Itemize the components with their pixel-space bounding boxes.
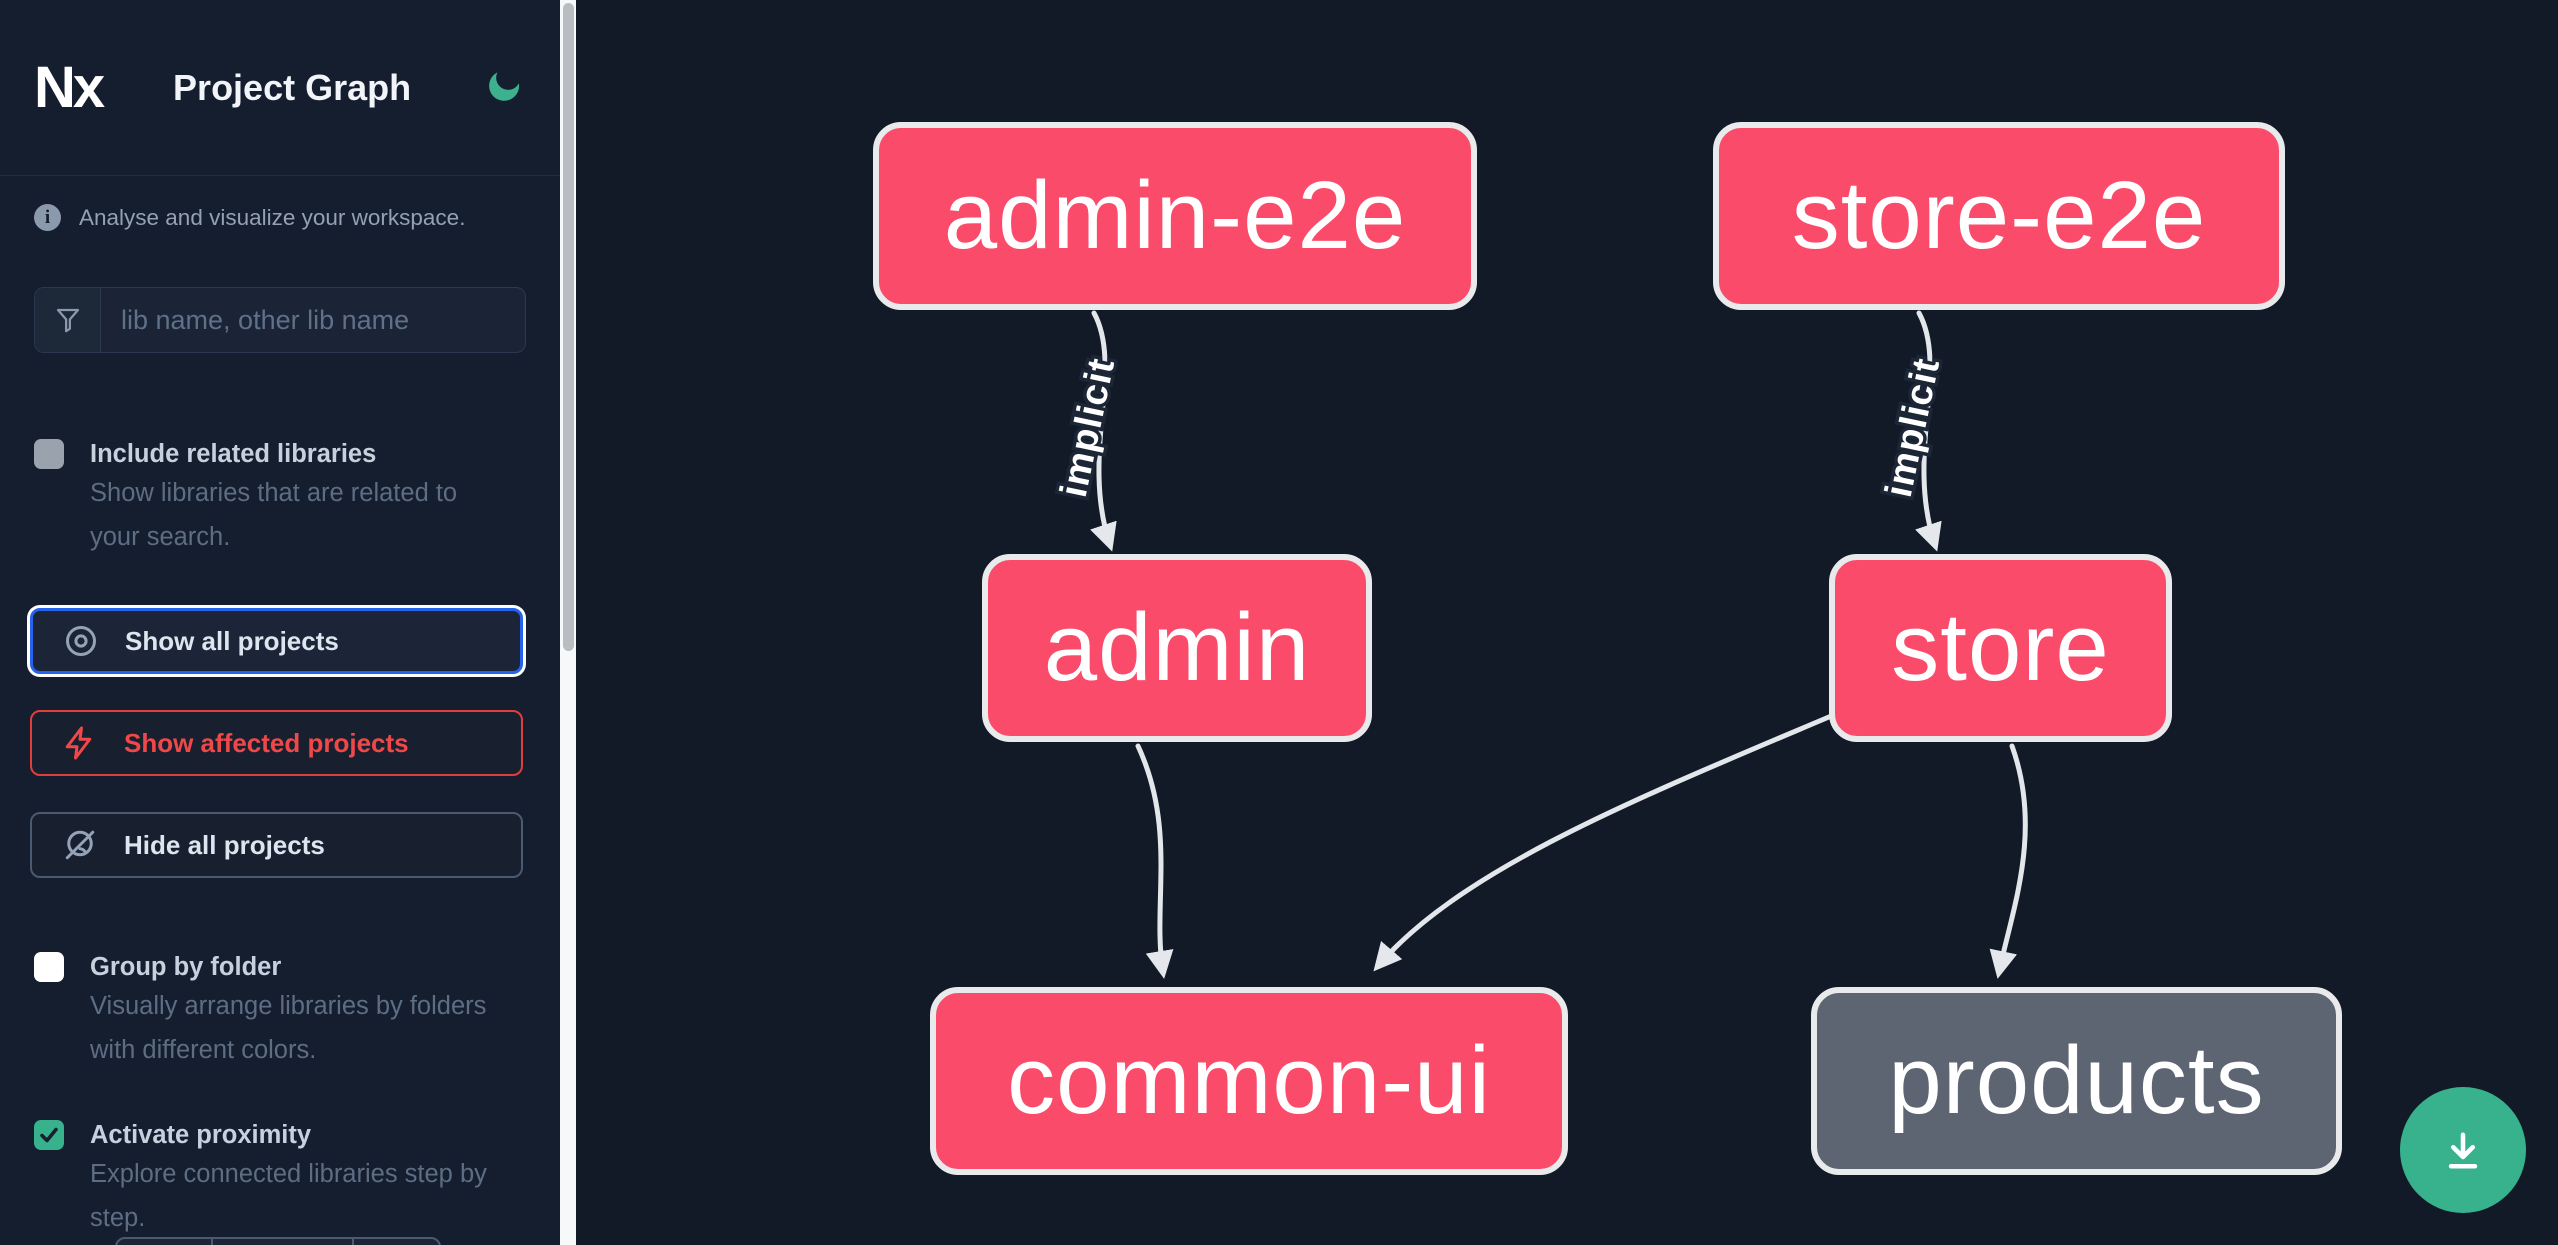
graph-node-store-e2e[interactable]: store-e2e	[1713, 122, 2285, 310]
include-related-label[interactable]: Include related libraries	[90, 440, 377, 468]
proximity-depth-stepper[interactable]	[115, 1237, 441, 1245]
graph-node-admin-e2e[interactable]: admin-e2e	[873, 122, 1477, 310]
moon-icon	[484, 66, 524, 109]
sidebar-scrollbar-thumb[interactable]	[562, 3, 574, 651]
include-related-row: Include related libraries Show libraries…	[34, 437, 490, 559]
info-text: Analyse and visualize your workspace.	[79, 204, 466, 230]
graph-node-store[interactable]: store	[1829, 554, 2172, 742]
sidebar-scrollbar-track[interactable]	[560, 0, 576, 1245]
nx-logo: Nx	[34, 55, 105, 120]
download-graph-button[interactable]	[2400, 1087, 2526, 1213]
hide-all-projects-button[interactable]: Hide all projects	[30, 812, 523, 878]
group-by-folder-row: Group by folder Visually arrange librari…	[34, 950, 490, 1072]
page-title: Project Graph	[173, 66, 412, 108]
bolt-icon	[62, 725, 98, 761]
workspace-info: i Analyse and visualize your workspace.	[0, 176, 560, 231]
eye-icon	[63, 623, 99, 659]
hide-all-projects-label: Hide all projects	[124, 829, 325, 860]
info-icon: i	[34, 204, 61, 231]
stepper-value	[211, 1239, 352, 1245]
funnel-icon	[35, 288, 101, 352]
eye-off-icon	[62, 827, 98, 863]
dark-mode-toggle[interactable]	[482, 66, 526, 110]
stepper-decrement[interactable]	[117, 1239, 211, 1245]
stepper-increment[interactable]	[352, 1239, 439, 1245]
group-by-folder-description: Visually arrange libraries by folders wi…	[90, 992, 487, 1064]
include-related-checkbox[interactable]	[34, 439, 64, 469]
show-all-projects-label: Show all projects	[125, 625, 339, 656]
sidebar: Nx Project Graph i Analyse and visualize…	[0, 0, 560, 1245]
graph-node-products[interactable]: products	[1811, 987, 2342, 1175]
group-by-folder-checkbox[interactable]	[34, 952, 64, 982]
graph-node-admin[interactable]: admin	[982, 554, 1372, 742]
sidebar-header: Nx Project Graph	[0, 0, 560, 176]
activate-proximity-label[interactable]: Activate proximity	[90, 1121, 312, 1149]
check-icon	[37, 1123, 61, 1147]
show-affected-projects-button[interactable]: Show affected projects	[30, 710, 523, 776]
graph-node-common-ui[interactable]: common-ui	[930, 987, 1568, 1175]
activate-proximity-row: Activate proximity Explore connected lib…	[34, 1118, 490, 1240]
download-icon	[2437, 1124, 2489, 1176]
activate-proximity-description: Explore connected libraries step by step…	[90, 1160, 487, 1232]
search-input[interactable]	[101, 288, 525, 352]
show-affected-projects-label: Show affected projects	[124, 727, 409, 758]
group-by-folder-label[interactable]: Group by folder	[90, 953, 282, 981]
include-related-description: Show libraries that are related to your …	[90, 479, 458, 551]
activate-proximity-checkbox[interactable]	[34, 1120, 64, 1150]
project-filter	[34, 287, 526, 353]
show-all-projects-button[interactable]: Show all projects	[30, 608, 523, 674]
